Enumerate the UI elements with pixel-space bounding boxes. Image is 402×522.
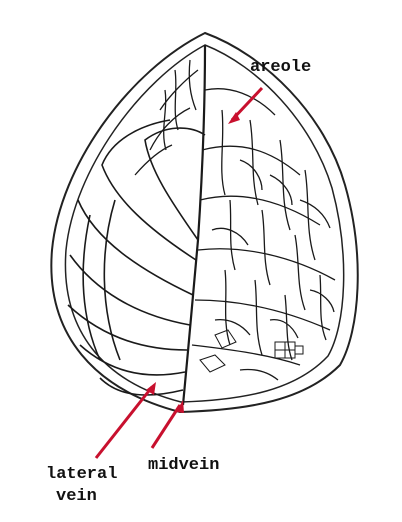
- lateral-veins: [68, 120, 205, 395]
- lateral-vein-arrow: [96, 387, 152, 458]
- annotation-arrows: [96, 88, 262, 458]
- lateral-vein-label-line2: vein: [56, 487, 97, 506]
- midvein-arrow: [152, 405, 180, 448]
- lateral-vein-label-line1: lateral: [46, 465, 117, 484]
- midvein-line: [183, 45, 205, 405]
- midvein-label: midvein: [148, 456, 219, 475]
- areole-label: areole: [250, 58, 311, 77]
